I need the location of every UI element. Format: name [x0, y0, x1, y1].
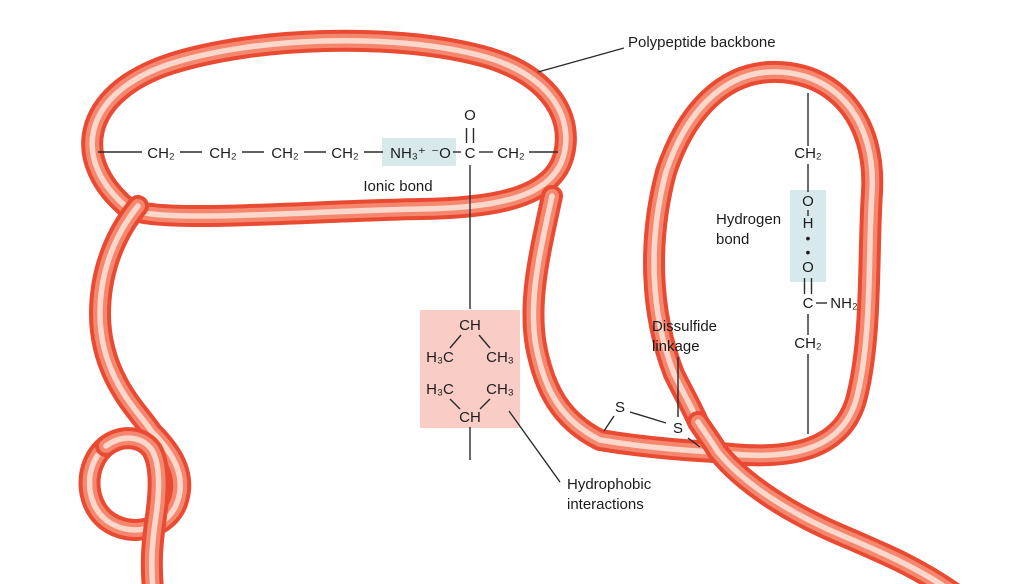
sulfur-atom: S: [615, 399, 625, 416]
bond-line: [478, 334, 491, 349]
donor-oxygen: O: [802, 193, 814, 210]
hydrophobic-label-line2: interactions: [567, 496, 644, 513]
hydrogen-bond-label-line1: Hydrogen: [716, 211, 781, 228]
bond-line: [687, 437, 701, 448]
amide-group: NH₂: [830, 295, 858, 312]
hydrophobic-pointer-line: [508, 410, 561, 483]
carbonyl-carbon: C: [803, 295, 814, 312]
disulfide-ss-line: [629, 411, 667, 424]
chain-group: CH₂: [209, 145, 237, 162]
chain-group: CH₂: [794, 335, 822, 352]
chain-group: CH₂: [794, 145, 822, 162]
bond-line: [479, 398, 491, 410]
ammonium-cation: NH₃⁺: [390, 145, 426, 162]
chain-group: CH₂: [497, 145, 525, 162]
acceptor-oxygen: O: [802, 259, 814, 276]
hydrogen-bond-highlight: [790, 190, 826, 282]
hydrogen-bond-label-line2: bond: [716, 231, 749, 248]
polypeptide-backbone-tube: [90, 41, 959, 584]
disulfide-linkage: S S Dissulfide linkage: [615, 318, 717, 437]
bond-line: [449, 398, 461, 410]
chain-group: CH₂: [271, 145, 299, 162]
hydrophobic-label: Hydrophobic interactions: [567, 476, 652, 513]
methyl-group: H₃C: [426, 381, 454, 398]
hbond-dot: •: [806, 230, 811, 246]
carbonyl-carbon: C: [465, 145, 476, 162]
bottom-carbon: CH: [459, 409, 481, 426]
ionic-bond-highlight: [382, 138, 456, 166]
top-carbon: CH: [459, 317, 481, 334]
bond-line: [603, 415, 615, 432]
chain-group: CH₂: [331, 145, 359, 162]
tube-left-loop-tail: [106, 438, 159, 584]
bond-line: [449, 334, 462, 349]
donor-hydrogen: H: [803, 215, 814, 232]
carbonyl-oxygen: O: [464, 107, 476, 124]
disulfide-label-line1: Dissulfide: [652, 318, 717, 335]
bond-lines: [98, 47, 827, 483]
hydrogen-bond-label: Hydrogen bond: [716, 211, 781, 248]
hbond-dot: •: [806, 244, 811, 260]
ionic-bond-label: Ionic bond: [363, 178, 432, 195]
methyl-group: CH₃: [486, 381, 514, 398]
methyl-group: H₃C: [426, 349, 454, 366]
ionic-chain: CH₂ CH₂ CH₂ CH₂ NH₃⁺ ⁻O C O CH₂: [147, 107, 525, 162]
disulfide-label-line2: linkage: [652, 338, 700, 355]
sulfur-atom: S: [673, 420, 683, 437]
methyl-group: CH₃: [486, 349, 514, 366]
hydrophobic-label-line1: Hydrophobic: [567, 476, 652, 493]
chain-group: CH₂: [147, 145, 175, 162]
hydrogen-bond-group: CH₂ O H • • O C NH₂ CH₂: [794, 145, 858, 352]
polypeptide-backbone-label: Polypeptide backbone: [628, 34, 776, 51]
polypeptide-pointer-line: [537, 47, 625, 73]
tube-top-left-loop: [92, 41, 566, 216]
hydrophobic-highlight: [420, 310, 520, 428]
hydrophobic-group: CH H₃C CH₃ H₃C CH₃ CH: [426, 317, 514, 426]
carboxylate-anion: ⁻O: [431, 145, 451, 162]
